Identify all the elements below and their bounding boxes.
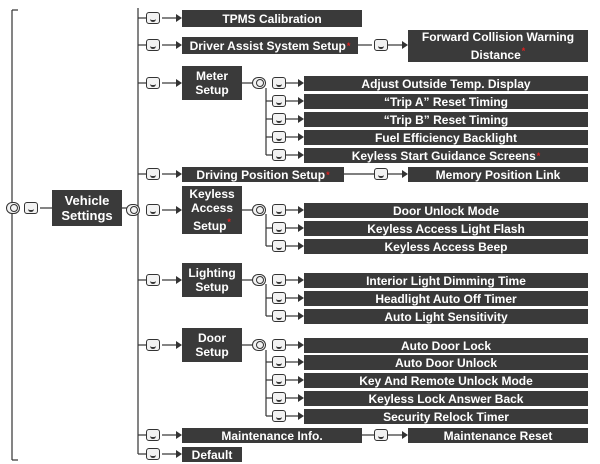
- select-button-icon: [272, 113, 286, 125]
- select-button-icon: [374, 429, 388, 441]
- auto-door-unlock-box: Auto Door Unlock: [304, 355, 588, 370]
- select-button-icon: [146, 168, 160, 180]
- select-button-icon: [146, 274, 160, 286]
- memory-position-box: Memory Position Link: [408, 167, 588, 182]
- home-dial-icon: [252, 274, 266, 286]
- select-button-icon: [374, 168, 388, 180]
- trip-b-box: “Trip B” Reset Timing: [304, 112, 588, 127]
- lighting-setup-box: Lighting Setup: [182, 263, 242, 297]
- keyless-answer-back-box: Keyless Lock Answer Back: [304, 391, 588, 406]
- auto-door-lock-box: Auto Door Lock: [304, 338, 588, 353]
- key-remote-unlock-box: Key And Remote Unlock Mode: [304, 373, 588, 388]
- door-setup-box: Door Setup: [182, 328, 242, 362]
- select-button-icon: [272, 274, 286, 286]
- forward-collision-box: Forward Collision Warning Distance*: [408, 30, 588, 62]
- select-button-icon: [146, 12, 160, 24]
- keyless-access-setup-box: Keyless Access Setup*: [182, 186, 242, 234]
- select-button-icon: [146, 339, 160, 351]
- home-dial-icon: [252, 77, 266, 89]
- select-button-icon: [272, 356, 286, 368]
- security-relock-box: Security Relock Timer: [304, 409, 588, 424]
- select-button-icon: [272, 339, 286, 351]
- select-button-icon: [374, 39, 388, 51]
- vehicle-settings-box: Vehicle Settings: [52, 190, 122, 226]
- fuel-backlight-box: Fuel Efficiency Backlight: [304, 130, 588, 145]
- select-button-icon: [146, 204, 160, 216]
- headlight-timer-box: Headlight Auto Off Timer: [304, 291, 588, 306]
- meter-setup-box: Meter Setup: [182, 66, 242, 100]
- select-button-icon: [272, 240, 286, 252]
- driver-assist-box: Driver Assist System Setup*: [182, 37, 358, 54]
- select-button-icon: [272, 310, 286, 322]
- select-button-icon: [272, 392, 286, 404]
- keyless-light-flash-box: Keyless Access Light Flash: [304, 221, 588, 236]
- select-button-icon: [272, 204, 286, 216]
- maintenance-reset-box: Maintenance Reset: [408, 428, 588, 443]
- auto-light-box: Auto Light Sensitivity: [304, 309, 588, 324]
- home-dial-icon: [252, 339, 266, 351]
- select-button-icon: [272, 222, 286, 234]
- select-button-icon: [146, 429, 160, 441]
- select-button-icon: [146, 39, 160, 51]
- keyless-guidance-box: Keyless Start Guidance Screens*: [304, 148, 588, 163]
- home-dial-icon: [6, 202, 20, 214]
- driving-position-box: Driving Position Setup*: [182, 167, 344, 182]
- keyless-beep-box: Keyless Access Beep: [304, 239, 588, 254]
- home-dial-icon: [126, 204, 140, 216]
- adjust-outside-temp-box: Adjust Outside Temp. Display: [304, 76, 588, 91]
- select-button-icon: [272, 292, 286, 304]
- select-button-icon: [272, 149, 286, 161]
- select-button-icon: [272, 131, 286, 143]
- maintenance-info-box: Maintenance Info.: [182, 428, 362, 443]
- interior-dimming-box: Interior Light Dimming Time: [304, 273, 588, 288]
- select-button-icon: [146, 77, 160, 89]
- select-button-icon: [272, 374, 286, 386]
- select-button-icon: [272, 95, 286, 107]
- select-button-icon: [24, 202, 38, 214]
- default-box: Default: [182, 447, 242, 462]
- door-unlock-mode-box: Door Unlock Mode: [304, 203, 588, 218]
- trip-a-box: “Trip A” Reset Timing: [304, 94, 588, 109]
- home-dial-icon: [252, 204, 266, 216]
- tpms-calibration-box: TPMS Calibration: [182, 10, 362, 27]
- select-button-icon: [146, 448, 160, 460]
- select-button-icon: [272, 410, 286, 422]
- select-button-icon: [272, 77, 286, 89]
